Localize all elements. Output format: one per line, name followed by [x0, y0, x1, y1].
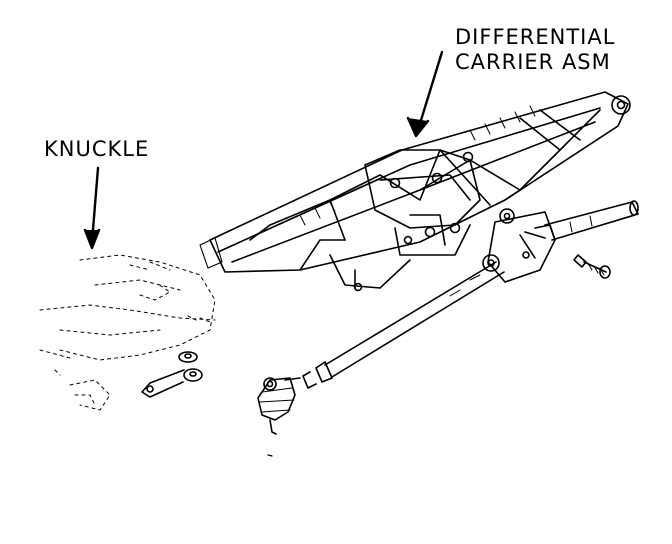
- knuckle-callout-arrow: [83, 166, 101, 250]
- carrier-label-line1: DIFFERENTIAL: [455, 25, 616, 49]
- carrier-label-line2: CARRIER ASM: [455, 50, 611, 74]
- axle-shaft: [257, 200, 639, 457]
- differential-carrier: [199, 91, 631, 292]
- bolt-fastener: [573, 254, 611, 279]
- carrier-callout-arrow: [406, 50, 444, 138]
- differential-carrier-label: DIFFERENTIAL CARRIER ASM: [455, 25, 615, 75]
- knuckle: [39, 254, 216, 411]
- knuckle-label: KNUCKLE: [44, 137, 150, 161]
- washer-link: [141, 351, 203, 398]
